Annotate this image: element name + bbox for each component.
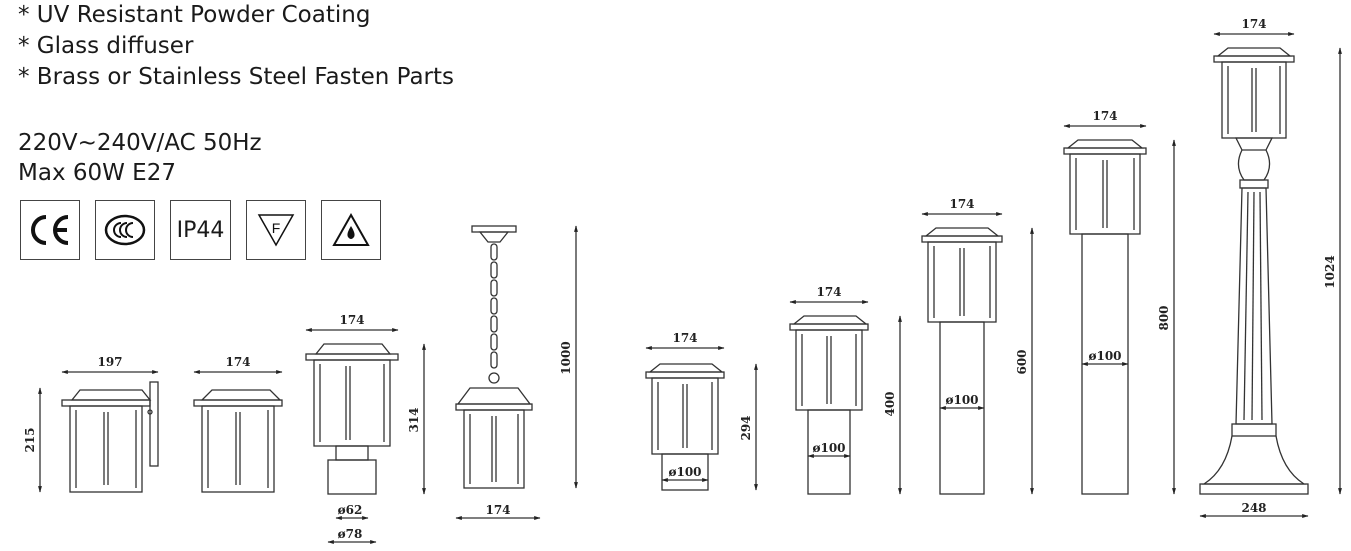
feature-diffuser: * Glass diffuser xyxy=(18,33,194,59)
b800-dia-label: ø100 xyxy=(1088,349,1121,363)
flush-lantern xyxy=(193,389,283,493)
power-spec: Max 60W E27 xyxy=(18,160,176,186)
feature-fasteners: * Brass or Stainless Steel Fasten Parts xyxy=(18,64,455,90)
wall-width-label: 197 xyxy=(97,355,122,369)
pendant-lantern xyxy=(455,225,533,489)
feature-list: * UV Resistant Powder Coating * Glass di… xyxy=(18,0,454,93)
certification-badges: IP44 F xyxy=(20,200,381,260)
flush-width-label: 174 xyxy=(225,355,250,369)
pendant-height-label: 1000 xyxy=(559,341,573,374)
f-mark-label: F xyxy=(272,220,281,236)
bollard-400 xyxy=(789,315,869,495)
b600-dia-label: ø100 xyxy=(945,393,978,407)
b800-height-label: 800 xyxy=(1157,305,1171,330)
drip-proof-icon xyxy=(321,200,381,260)
b400-width-label: 174 xyxy=(816,285,841,299)
bollard-600 xyxy=(921,227,1003,495)
b294-dia-label: ø100 xyxy=(668,465,701,479)
pendant-width-label: 174 xyxy=(485,503,510,517)
pole-height-label: 1024 xyxy=(1323,255,1337,288)
post-top-height-label: 314 xyxy=(407,407,421,432)
wall-lantern xyxy=(61,381,159,493)
b294-height-label: 294 xyxy=(739,415,753,440)
bollard-294 xyxy=(645,363,725,491)
b600-height-label: 600 xyxy=(1015,349,1029,374)
b600-width-label: 174 xyxy=(949,197,974,211)
pole-base-label: 248 xyxy=(1241,501,1266,515)
post-top-width-label: 174 xyxy=(339,313,364,327)
bollard-800 xyxy=(1063,139,1147,495)
wall-height-label: 215 xyxy=(23,427,37,452)
b400-dia-label: ø100 xyxy=(812,441,845,455)
feature-coating: * UV Resistant Powder Coating xyxy=(18,2,371,28)
b294-width-label: 174 xyxy=(672,331,697,345)
ip-rating-label: IP44 xyxy=(176,217,225,243)
pole-lantern xyxy=(1199,47,1309,495)
ip-rating-badge: IP44 xyxy=(170,200,231,260)
post-top-dia2-label: ø78 xyxy=(338,527,363,541)
b400-height-label: 400 xyxy=(883,391,897,416)
electrical-specs: 220V~240V/AC 50Hz Max 60W E27 xyxy=(18,128,262,188)
voltage-spec: 220V~240V/AC 50Hz xyxy=(18,130,262,156)
ccc-mark-icon xyxy=(95,200,155,260)
post-top-dia1-label: ø62 xyxy=(338,503,363,517)
f-mark-icon: F xyxy=(246,200,306,260)
pole-width-label: 174 xyxy=(1241,17,1266,31)
ce-mark-icon xyxy=(20,200,80,260)
post-top-lantern xyxy=(305,343,399,495)
b800-width-label: 174 xyxy=(1092,109,1117,123)
